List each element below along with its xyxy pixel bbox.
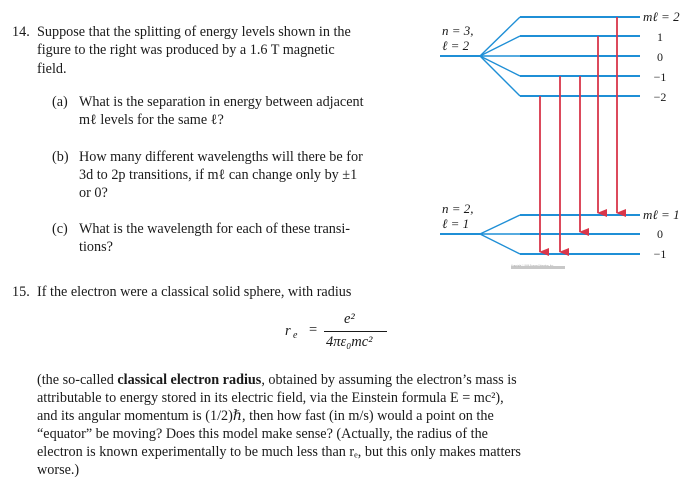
lower-state-l-label: ℓ = 1 [442,216,470,231]
transition-arrows [539,17,626,256]
part-b-line1: How many different wavelengths will ther… [79,149,363,165]
upper-state-n-label: n = 3, [442,23,474,38]
problem14-number: 14. [12,24,30,40]
part-c-line1: What is the wavelength for each of these… [79,221,351,237]
problem15-number: 15. [12,284,30,300]
fraction-bar [324,331,387,332]
para-line5: electron is known experimentally to be m… [37,444,521,460]
formula-lhs-sub: e [293,330,298,341]
para-line1-end: , obtained by assuming the electron’s ma… [261,372,517,388]
upper-state-l-label: ℓ = 2 [442,38,470,53]
part-a-line2: mℓ levels for the same ℓ? [79,112,224,128]
upper-ml-value-neg1: −1 [653,70,667,84]
problem15-intro: If the electron were a classical solid s… [37,284,352,300]
upper-branch-top [479,16,521,57]
para-line3: and its angular momentum is (1/2)ℏ, then… [37,408,494,424]
formula-denominator: 4πε₀mc² [326,334,373,350]
formula-numerator: e² [344,311,355,327]
upper-branch-bottom [479,55,521,97]
problem14-line1: Suppose that the splitting of energy lev… [37,24,351,40]
classical-electron-radius-term: classical electron radius [117,372,262,388]
part-c-label: (c) [52,221,68,237]
lower-ml-title: mℓ = 1 [643,207,680,222]
part-b-label: (b) [52,149,69,165]
para-line2: attributable to energy stored in its ele… [37,390,504,406]
upper-ml-value-neg2: −2 [653,90,667,104]
upper-ml-value-1: 1 [657,30,663,44]
part-c-line2: tions? [79,239,113,255]
para-line1-start: (the so-called [37,372,118,388]
problem14-line3: field. [37,61,67,77]
lower-state-n-label: n = 2, [442,201,474,216]
para-line1: (the so-called classical electron radius… [37,372,517,389]
upper-ml-value-0: 0 [657,50,663,64]
part-a-label: (a) [52,94,68,110]
part-b-line3: or 0? [79,185,108,201]
lower-branch-bottom [479,233,521,255]
lower-ml-value-0: 0 [657,227,663,241]
copyright-mark [511,266,565,269]
problem14-line2: figure to the right was produced by a 1.… [37,42,335,58]
upper-branch-2 [479,35,521,57]
upper-ml-title: mℓ = 2 [643,9,680,24]
diagram-copyright: Copyright © 2008 Pearson Education, Inc. [511,264,554,267]
part-a-line1: What is the separation in energy between… [79,94,364,110]
formula-lhs: r [285,323,291,339]
energy-level-diagram [440,16,640,269]
lower-branch-top [479,214,521,235]
upper-branch-4 [479,55,521,77]
lower-ml-value-neg1: −1 [653,247,667,261]
para-line4: “equator” be moving? Does this model mak… [37,426,488,442]
part-b-line2: 3d to 2p transitions, if mℓ can change o… [79,167,358,183]
para-line6: worse.) [37,462,80,478]
formula-equals: = [309,322,318,338]
